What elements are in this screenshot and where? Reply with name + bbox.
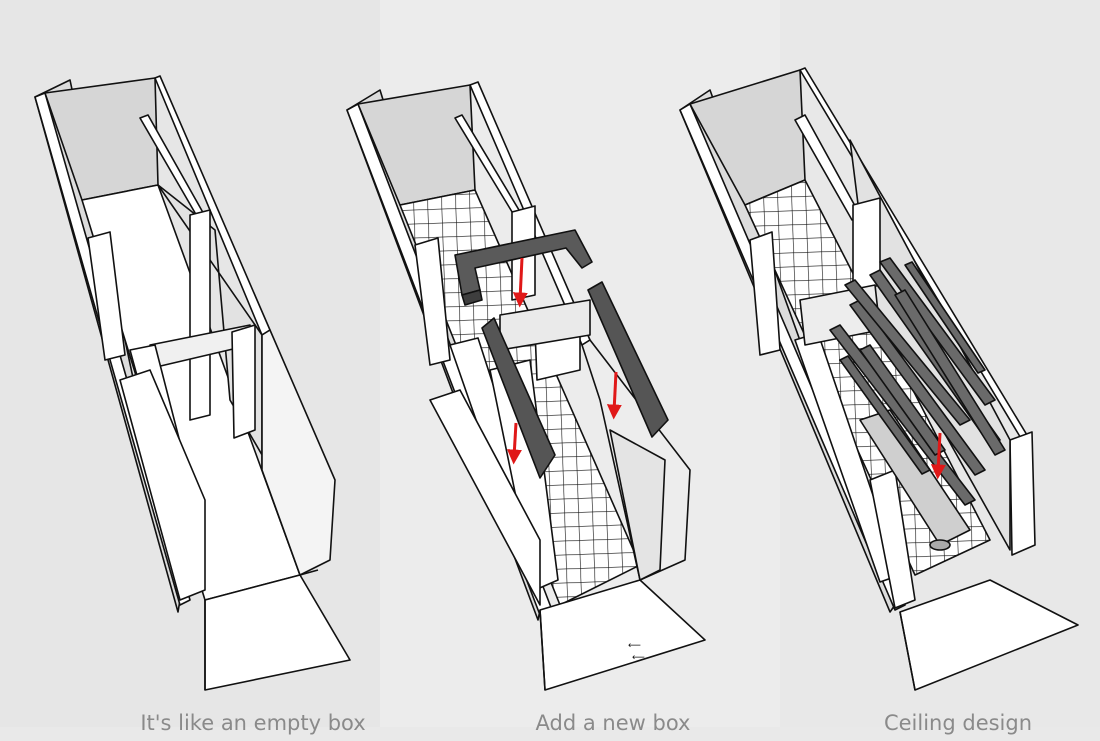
arrow-down-top (512, 257, 528, 308)
panel-2-arrows (506, 257, 622, 465)
svg-text:⟵: ⟵ (632, 653, 645, 663)
caption-panel-2: Add a new box (535, 711, 691, 735)
panel-1-empty-box (34, 75, 351, 691)
arrow-down-ceiling (930, 432, 946, 480)
svg-text:⟵: ⟵ (628, 641, 641, 651)
arrow-down-left (506, 422, 522, 465)
arrow-down-right (606, 371, 622, 420)
panel-2-add-new-box: ⟵ ⟵ (346, 81, 706, 691)
panel-3-ceiling-design (679, 67, 1079, 691)
caption-panel-3: Ceiling design (883, 711, 1033, 735)
caption-panel-1: It's like an empty box (140, 711, 366, 735)
panel-3-arrows (930, 432, 946, 480)
